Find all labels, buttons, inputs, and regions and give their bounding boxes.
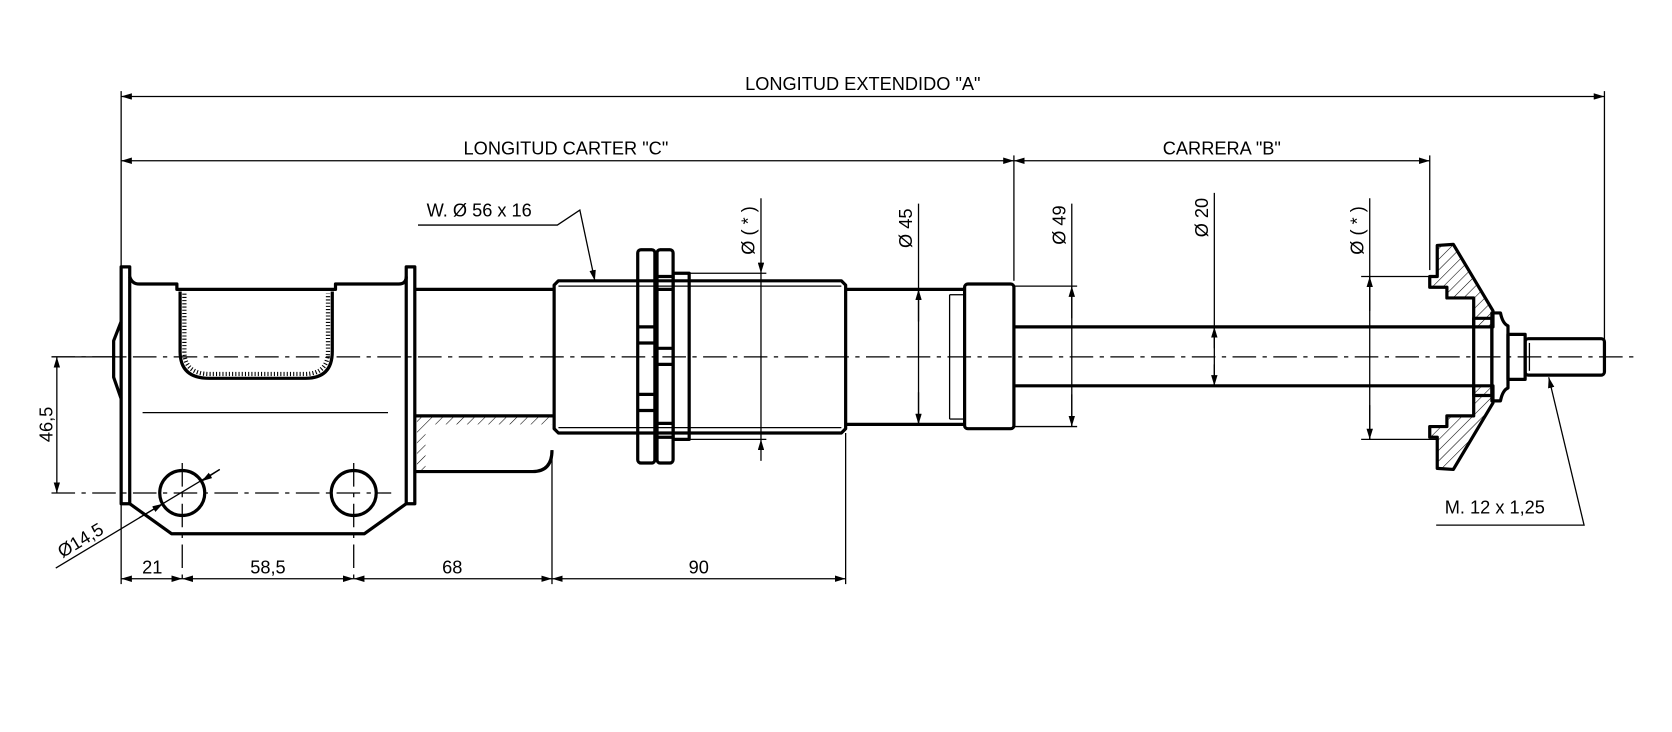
label-stroke: CARRERA "B": [1163, 138, 1281, 158]
label-weld: W. Ø 56 x 16: [427, 200, 532, 220]
piston-rod: [1013, 325, 1474, 388]
dimension-stroke: CARRERA "B": [1013, 138, 1431, 271]
label-length-extended: LONGITUD EXTENDIDO "A": [745, 74, 980, 94]
dimension-dia-star-right: Ø ( * ): [1347, 198, 1437, 441]
label-58-5: 58,5: [250, 557, 285, 577]
dimension-dia-49: Ø 49: [1013, 203, 1078, 428]
label-height-46-5: 46,5: [37, 407, 57, 442]
lower-body: [845, 287, 965, 427]
label-90: 90: [689, 557, 709, 577]
dimension-height-46-5: 46,5: [37, 356, 122, 494]
label-dia-star-left: Ø ( * ): [739, 206, 759, 255]
label-dia-20: Ø 20: [1192, 198, 1212, 237]
seal-cap: [963, 282, 1016, 431]
label-length-carter: LONGITUD CARTER "C": [464, 138, 669, 158]
label-dia-49: Ø 49: [1049, 205, 1069, 244]
weld-callout: W. Ø 56 x 16: [418, 200, 596, 281]
bottom-dimensions: 21 58,5 68 90: [120, 432, 847, 585]
dimension-length-extended: LONGITUD EXTENDIDO "A": [120, 74, 1606, 341]
label-68: 68: [442, 557, 462, 577]
label-thread: M. 12 x 1,25: [1445, 497, 1545, 517]
dimension-dia-45: Ø 45: [896, 203, 922, 425]
thread-callout: M. 12 x 1,25: [1436, 377, 1585, 526]
label-21: 21: [142, 557, 162, 577]
mounting-bracket: [112, 265, 417, 585]
dimension-length-carter: LONGITUD CARTER "C": [121, 138, 1015, 281]
adjuster-nut: [636, 248, 691, 465]
label-dia-45: Ø 45: [896, 209, 916, 248]
label-hole-dia: Ø14,5: [54, 519, 107, 562]
dimension-dia-20: Ø 20: [1192, 192, 1218, 386]
dimension-dia-star-left: Ø ( * ): [689, 198, 767, 461]
tube: [414, 287, 555, 474]
top-mount: [1428, 242, 1607, 472]
dimension-hole-diameter: Ø14,5: [54, 468, 221, 569]
threaded-body: [552, 279, 848, 435]
label-dia-star-right: Ø ( * ): [1347, 206, 1367, 255]
